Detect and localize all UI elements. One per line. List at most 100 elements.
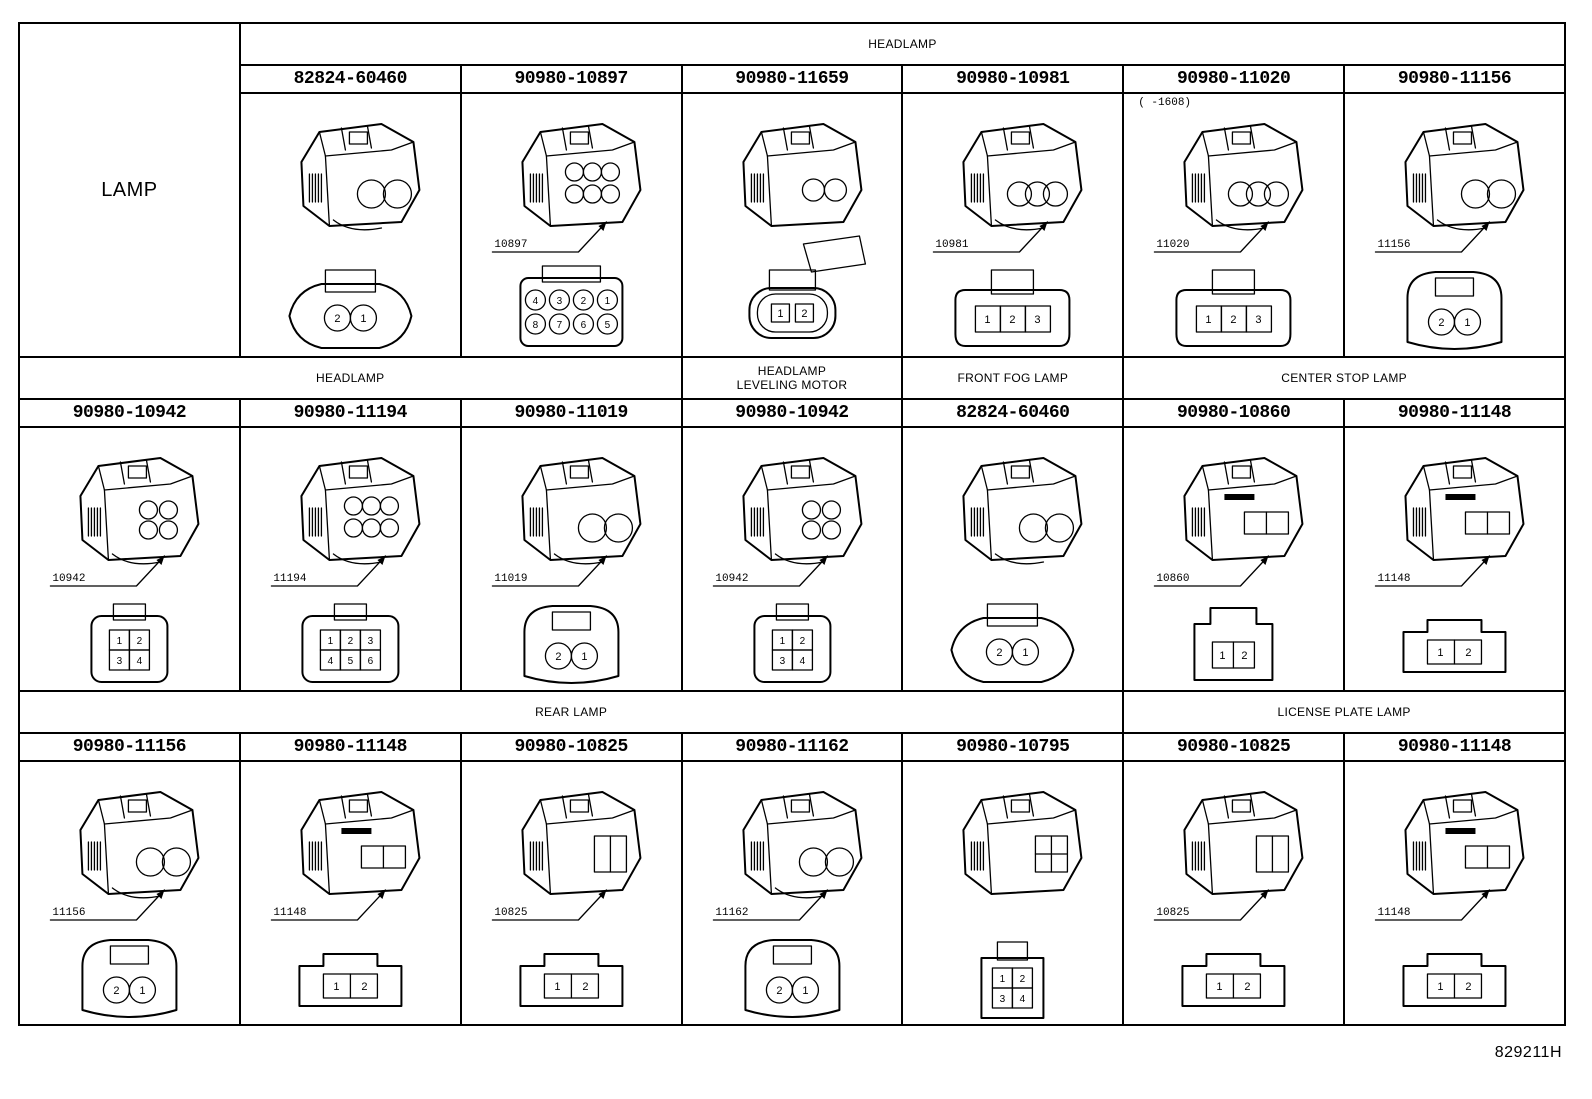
pin-number: 2 bbox=[799, 636, 805, 647]
pin-number: 3 bbox=[1256, 314, 1262, 326]
pin-number: 1 bbox=[327, 636, 333, 647]
callout-label: 10897 bbox=[494, 239, 527, 251]
pin-number: 1 bbox=[360, 313, 366, 325]
pin-number: 2 bbox=[997, 647, 1003, 659]
callout-label: 10825 bbox=[1157, 907, 1190, 919]
connector-housing-illustration: 11194 bbox=[270, 457, 421, 587]
pin-number: 2 bbox=[555, 651, 561, 663]
pin-number: 6 bbox=[367, 656, 373, 667]
callout-label: 10825 bbox=[494, 907, 527, 919]
marking bbox=[1224, 494, 1255, 500]
pin-number: 1 bbox=[1437, 647, 1443, 659]
pin-number: 4 bbox=[799, 656, 805, 667]
part-number: 90980-11659 bbox=[680, 64, 904, 94]
part-number: 90980-11156 bbox=[1343, 64, 1566, 94]
pin-number: 1 bbox=[1220, 650, 1226, 662]
group-header-line: HEADLAMP bbox=[757, 364, 827, 378]
pin-number: 2 bbox=[776, 985, 782, 997]
connector-housing-illustration: 10897 bbox=[491, 123, 642, 253]
connector-housing-illustration: 11148 bbox=[1374, 791, 1525, 921]
part-number: 82824-60460 bbox=[238, 64, 462, 94]
group-header-center-stop: CENTER STOP LAMP bbox=[1122, 356, 1566, 400]
part-number: 90980-10825 bbox=[459, 732, 683, 762]
connector-drawing: 10860 1 2 bbox=[1122, 426, 1346, 692]
connector-drawing: 10825 1 2 bbox=[459, 760, 683, 1026]
connector-housing-illustration: 11148 bbox=[270, 791, 421, 921]
part-number: 90980-10897 bbox=[459, 64, 683, 94]
connector-housing-illustration: 11162 bbox=[712, 791, 862, 921]
connector-housing-illustration: 10825 bbox=[1153, 791, 1304, 921]
group-header-line: LEVELING MOTOR bbox=[736, 378, 848, 392]
connector-svg: 11148 1 2 bbox=[1374, 457, 1525, 673]
pin-number: 5 bbox=[347, 656, 353, 667]
part-number: 82824-60460 bbox=[901, 398, 1125, 428]
callout-label: 11194 bbox=[273, 573, 306, 585]
pin-number: 2 bbox=[1242, 650, 1248, 662]
pin-number: 3 bbox=[117, 656, 123, 667]
group-header-front-fog: FRONT FOG LAMP bbox=[901, 356, 1125, 400]
callout-label: 10942 bbox=[715, 573, 748, 585]
connector-housing-illustration: 10860 bbox=[1153, 457, 1304, 587]
callout: 11156 bbox=[49, 889, 166, 921]
marking bbox=[1445, 494, 1476, 500]
callout-label: 11156 bbox=[52, 907, 85, 919]
callout: 10825 bbox=[1153, 889, 1270, 921]
connector-housing-illustration: 10942 bbox=[712, 457, 862, 587]
pin-number: 3 bbox=[367, 636, 373, 647]
pin-number: 1 bbox=[554, 981, 560, 993]
callout-label: 10981 bbox=[936, 239, 969, 251]
callout: 10942 bbox=[712, 555, 828, 587]
pin-number: 3 bbox=[1035, 314, 1041, 326]
pin-number: 2 bbox=[1465, 647, 1471, 659]
connector-svg: 10860 1 2 bbox=[1153, 457, 1304, 681]
connector-chart: LAMP HEADLAMP 82824-60460 90980-10897 90… bbox=[17, 22, 1567, 1026]
arrow-head bbox=[598, 222, 607, 231]
callout-label: 11148 bbox=[273, 907, 306, 919]
pin-number: 2 bbox=[582, 981, 588, 993]
callout: 10825 bbox=[491, 889, 607, 921]
callout-label: 11162 bbox=[715, 907, 748, 919]
pin-number: 2 bbox=[580, 296, 586, 307]
part-number: 90980-10825 bbox=[1122, 732, 1346, 762]
pin-number: 4 bbox=[327, 656, 333, 667]
callout: 11156 bbox=[1374, 221, 1491, 253]
callout: 11162 bbox=[712, 889, 828, 921]
arrow-head bbox=[1039, 222, 1048, 231]
arrow-head bbox=[156, 556, 165, 565]
callout: 11194 bbox=[270, 555, 386, 587]
connector-housing-illustration: 11148 bbox=[1374, 457, 1525, 587]
arrow-head bbox=[1481, 890, 1490, 899]
callout-label: 10942 bbox=[52, 573, 85, 585]
part-number: 90980-11020 bbox=[1122, 64, 1346, 94]
group-header-rear: REAR LAMP bbox=[17, 690, 1125, 734]
pin-number: 3 bbox=[779, 656, 785, 667]
connector-housing-illustration: 10825 bbox=[491, 791, 642, 921]
pin-number: 1 bbox=[985, 314, 991, 326]
callout: 11148 bbox=[270, 889, 386, 921]
arrow-head bbox=[1481, 222, 1490, 231]
callout: 11148 bbox=[1374, 889, 1491, 921]
pin-number: 2 bbox=[1020, 974, 1026, 985]
arrow-head bbox=[598, 556, 607, 565]
